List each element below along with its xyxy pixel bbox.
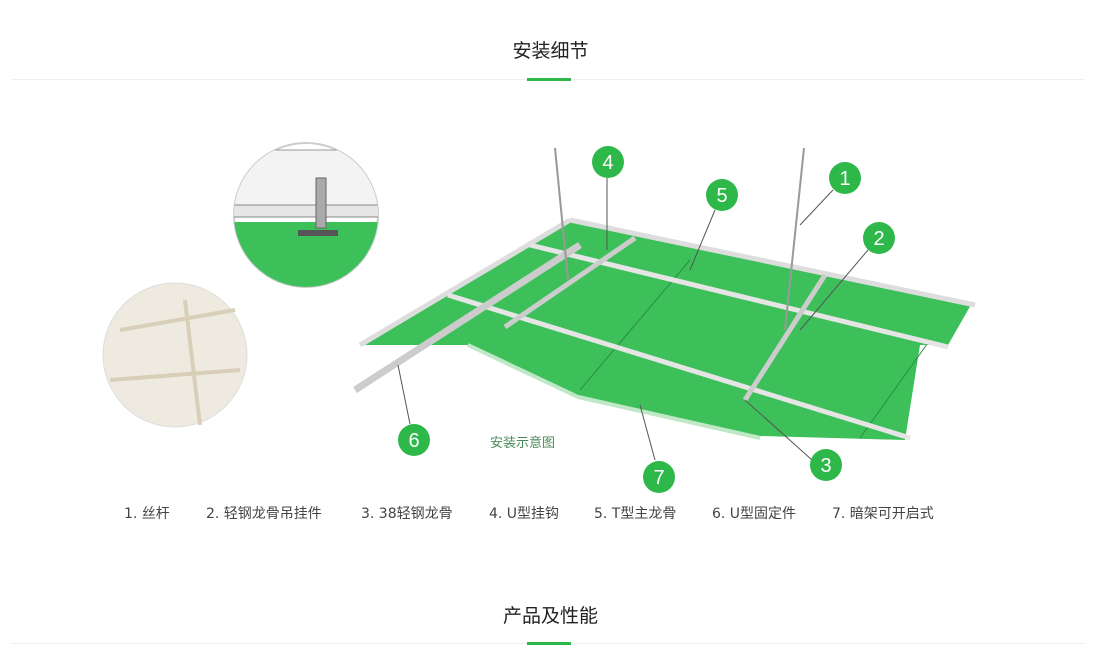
badge-5 bbox=[706, 179, 738, 211]
badge-1 bbox=[829, 162, 861, 194]
badge-label: 3 bbox=[820, 455, 831, 477]
legend-item: 5. T型主龙骨 bbox=[594, 506, 677, 522]
badge-2 bbox=[863, 222, 895, 254]
ceiling-texture-inset bbox=[102, 282, 248, 428]
badge-7 bbox=[643, 461, 675, 493]
badge-label: 6 bbox=[408, 430, 419, 452]
diagram-caption: 安装示意图 bbox=[490, 435, 555, 451]
parts-legend: 1. 丝杆 2. 轻钢龙骨吊挂件 3. 38轻钢龙骨 4. U型挂钩 5. T型… bbox=[124, 503, 934, 523]
title-accent-bar bbox=[527, 78, 571, 81]
badge-label: 4 bbox=[602, 152, 613, 174]
legend-item: 7. 暗架可开启式 bbox=[832, 506, 934, 522]
badge-label: 7 bbox=[653, 467, 664, 489]
section-title-product-performance: 产品及性能 bbox=[502, 605, 598, 627]
title-accent-bar bbox=[527, 642, 571, 645]
badge-label: 1 bbox=[839, 168, 850, 190]
ceiling-panel bbox=[353, 147, 976, 461]
badge-label: 2 bbox=[873, 228, 884, 250]
legend-item: 6. U型固定件 bbox=[712, 506, 797, 522]
badge-6 bbox=[398, 424, 430, 456]
legend-item: 4. U型挂钩 bbox=[489, 506, 560, 522]
legend-item: 2. 轻钢龙骨吊挂件 bbox=[206, 506, 322, 522]
badge-4 bbox=[592, 146, 624, 178]
section-title-install-details: 安装细节 bbox=[512, 40, 589, 62]
legend-item: 1. 丝杆 bbox=[124, 506, 170, 522]
legend-item: 3. 38轻钢龙骨 bbox=[361, 506, 453, 522]
badge-label: 5 bbox=[716, 185, 727, 207]
detail-inset bbox=[233, 142, 379, 288]
badge-3 bbox=[810, 449, 842, 481]
